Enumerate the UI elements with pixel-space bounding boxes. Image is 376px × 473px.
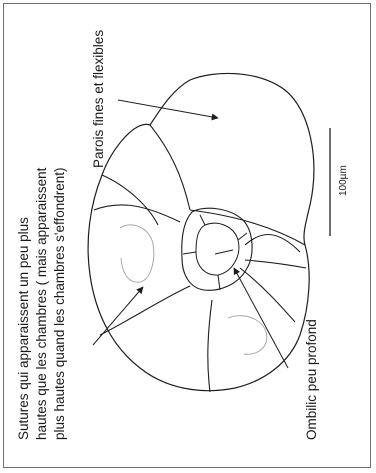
arrow-walls [118,100,218,118]
umbilicus-inner [196,223,239,275]
relief-contour-bottom [228,316,267,355]
suture-9 [245,260,306,268]
umbilicus-mark [215,250,233,254]
suture-8 [245,235,300,252]
umbilicus-outline [182,208,252,290]
umbilicus-suture-c [218,275,220,290]
umbilicus-suture-a [200,215,205,225]
umbilicus-suture-d [183,252,196,254]
test-outline [88,73,314,390]
label-sutures-line1: Sutures qui apparaissent un peu plus [16,217,31,440]
label-scale: 100µm [338,165,349,196]
arrow-umbilicus [234,268,288,368]
label-sutures-line3: plus hautes quand les chambres s'effondr… [52,168,67,441]
relief-contour-left [120,225,154,282]
suture-6 [208,300,212,392]
suture-4 [94,205,180,222]
umbilicus-suture-b [238,233,247,240]
label-sutures-line2: hautes que les chambres ( mais apparaiss… [34,167,49,440]
label-umbilicus: Ombilic peu profond [304,319,319,440]
suture-1 [150,125,190,210]
suture-5 [100,286,190,335]
suture-3 [102,175,158,225]
label-walls: Parois fines et flexibles [91,30,106,168]
